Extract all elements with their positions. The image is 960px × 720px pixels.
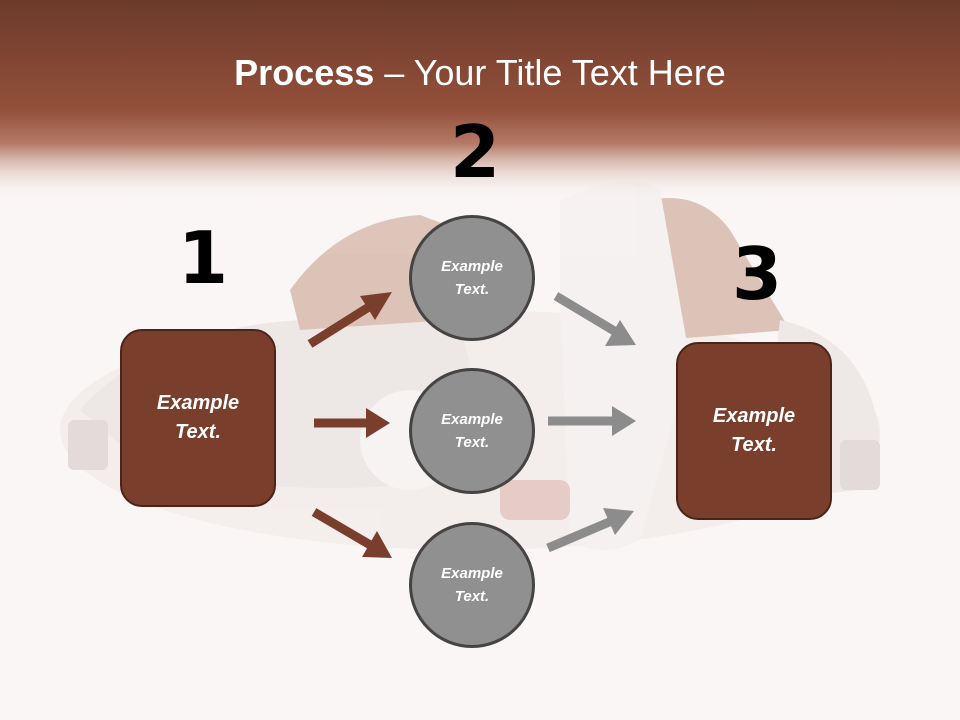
step-number-2: 2 xyxy=(450,110,501,194)
step-3-box: Example Text. xyxy=(676,342,832,520)
title-rest: – Your Title Text Here xyxy=(374,52,726,93)
step-2-circle-top: Example Text. xyxy=(409,215,535,341)
step-2-circle-middle: Example Text. xyxy=(409,368,535,494)
slide-title: Process – Your Title Text Here xyxy=(0,52,960,94)
step-number-3: 3 xyxy=(732,232,783,316)
step-3-text: Example Text. xyxy=(712,405,796,456)
title-bold: Process xyxy=(234,52,375,93)
step-1-box: Example Text. xyxy=(120,329,276,507)
step-2-circle-bottom: Example Text. xyxy=(409,522,535,648)
step-number-1: 1 xyxy=(178,216,229,300)
step-2-text-top: Example Text. xyxy=(441,258,503,298)
step-1-text: Example Text. xyxy=(156,392,240,443)
step-2-text-middle: Example Text. xyxy=(441,411,503,451)
step-2-text-bottom: Example Text. xyxy=(441,565,503,605)
